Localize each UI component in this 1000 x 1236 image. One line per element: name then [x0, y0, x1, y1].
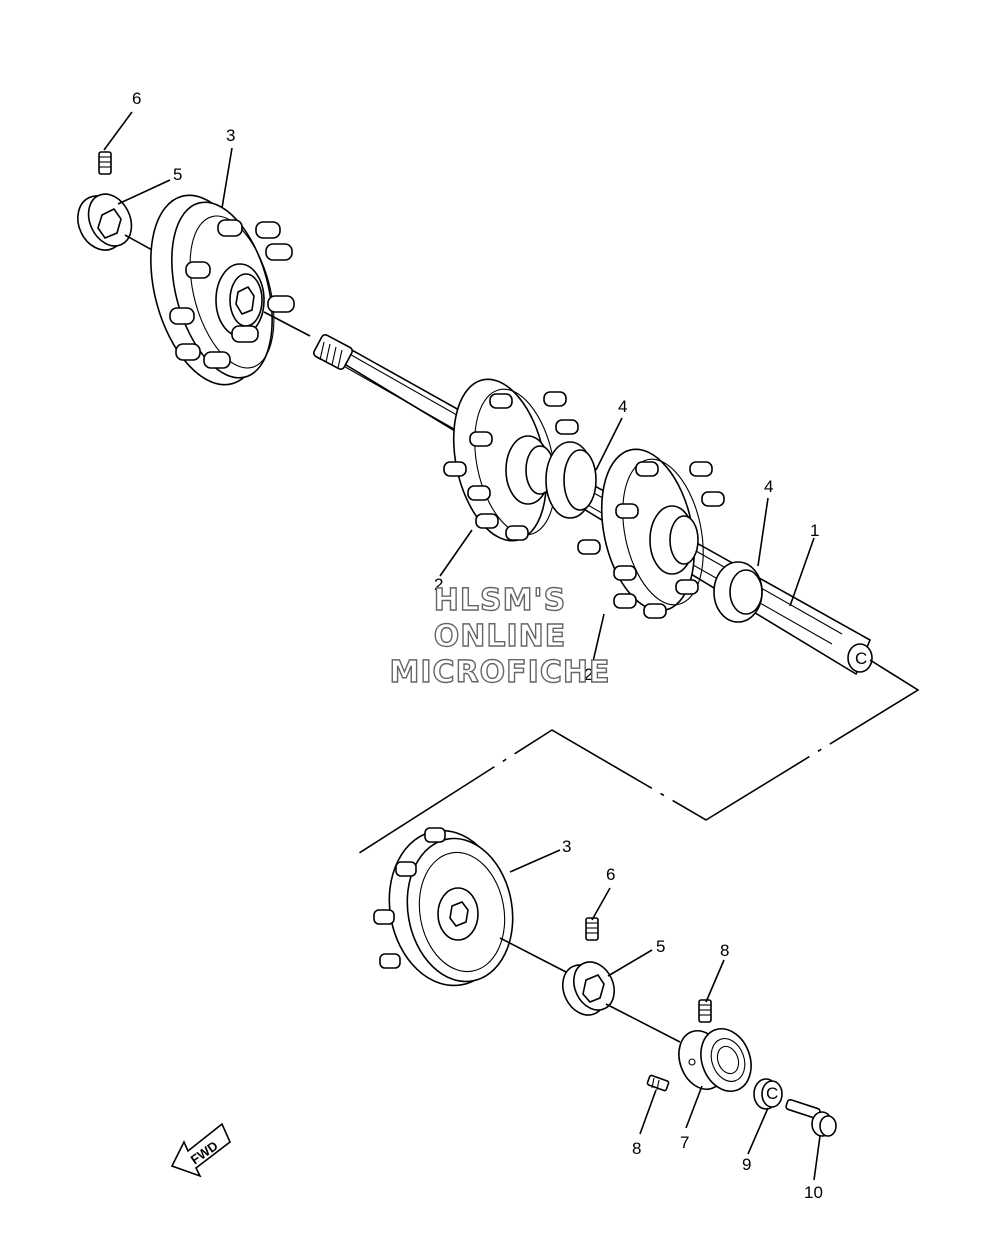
assembly-line-c	[499, 937, 567, 973]
leader-lines	[103, 111, 821, 1181]
nut: C	[753, 1078, 783, 1110]
nut-mark: C	[766, 1084, 778, 1103]
set-screw-bearing-top	[698, 999, 712, 1023]
assembly-line-d	[605, 1003, 681, 1043]
callout-3-top: 3	[226, 126, 235, 145]
callout-2-right: 2	[584, 665, 593, 684]
dashed-connector	[355, 659, 920, 856]
callout-6-bottom: 6	[606, 865, 615, 884]
callout-5-bottom: 5	[656, 937, 665, 956]
drive-wheel-top	[150, 194, 295, 386]
callout-9: 9	[742, 1155, 751, 1174]
set-screw-bearing-side	[646, 1074, 670, 1092]
set-screw-top	[98, 151, 112, 175]
callout-2-middle: 2	[434, 575, 443, 594]
callout-4-right: 4	[764, 477, 773, 496]
sprocket-right	[577, 448, 725, 619]
set-screw-bottom	[585, 917, 599, 941]
sprocket-middle	[443, 378, 579, 542]
callout-4-middle: 4	[618, 397, 627, 416]
callout-1: 1	[810, 521, 819, 540]
bolt	[785, 1098, 837, 1137]
spacer-middle	[545, 441, 597, 519]
watermark-line-3: MICROFICHE	[390, 655, 611, 690]
assembly-line-b	[263, 311, 311, 337]
callout-8-bottom: 8	[632, 1139, 641, 1158]
collar-bottom	[562, 961, 616, 1016]
callout-3-bottom: 3	[562, 837, 571, 856]
fwd-arrow-icon: FWD	[170, 1122, 231, 1178]
callout-5-top: 5	[173, 165, 182, 184]
callout-10: 10	[804, 1183, 823, 1202]
watermark-line-2: ONLINE	[434, 619, 567, 654]
callout-7: 7	[680, 1133, 689, 1152]
watermark-line-1: HLSM'S	[434, 583, 566, 618]
callout-8-top: 8	[720, 941, 729, 960]
watermark: HLSM'S ONLINE MICROFICHE	[389, 582, 611, 690]
drive-shaft: C	[312, 334, 873, 676]
bearing	[678, 1028, 752, 1092]
spacer-right	[713, 561, 763, 623]
collar-top	[77, 193, 133, 251]
shaft-end-mark: C	[855, 649, 867, 668]
callout-6-top: 6	[132, 89, 141, 108]
drive-wheel-bottom	[373, 827, 514, 987]
